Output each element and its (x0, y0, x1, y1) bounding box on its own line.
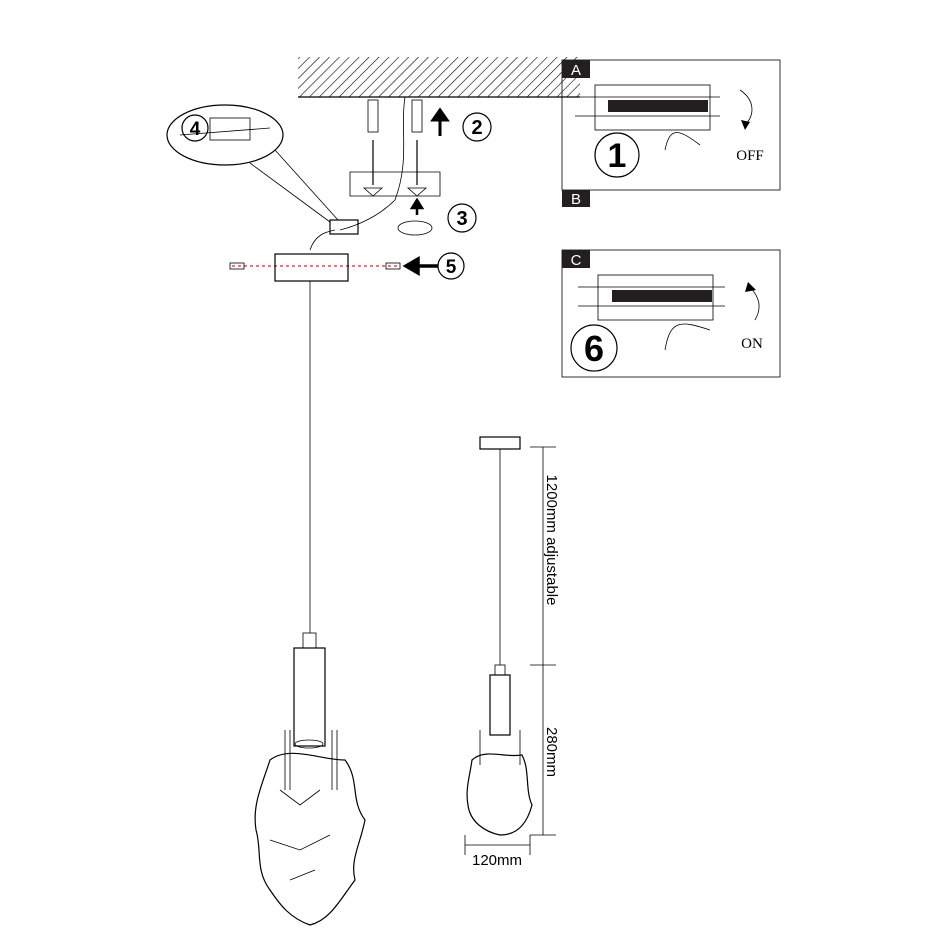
panel-b-label: B (571, 191, 581, 208)
hand-icon (664, 132, 701, 151)
arrow-up-icon (749, 286, 760, 321)
breaker-strip (575, 84, 720, 131)
width-label: 120mm (472, 852, 522, 869)
arrow-up-icon (430, 107, 450, 136)
step-3-circle (447, 203, 477, 233)
on-label: ON (741, 336, 763, 352)
step-3-label: 3 (456, 208, 467, 230)
mounting-bracket (339, 96, 441, 231)
panel-b-tag (562, 190, 590, 207)
panel-a-label: A (571, 62, 581, 79)
panel-c (561, 249, 781, 378)
wall-anchors (362, 99, 428, 197)
rotate-icon (397, 197, 433, 236)
canopy (274, 253, 349, 282)
step-1-label: 1 (608, 137, 627, 175)
panel-a (561, 59, 781, 191)
step-6-label: 6 (584, 328, 604, 369)
step-5-circle (437, 252, 465, 280)
step-4-circle (181, 114, 209, 142)
step-2-label: 2 (471, 117, 482, 139)
cable-length-label: 1200mm adjustable (543, 475, 560, 606)
step-2-circle (462, 112, 492, 142)
off-label: OFF (736, 148, 764, 164)
pendant-lamp-large (254, 281, 366, 926)
panel-c-label: C (571, 252, 582, 269)
breaker-strip (578, 274, 725, 321)
arrow-left-icon (402, 255, 438, 277)
terminal-block (309, 219, 359, 251)
height-label: 280mm (543, 727, 560, 777)
pendant-lamp-small (466, 436, 533, 836)
arrow-down-icon (739, 89, 753, 126)
screw-icon (385, 262, 401, 270)
dimension-lines (464, 446, 556, 855)
hand-icon (664, 323, 711, 351)
step-1-circle (594, 132, 640, 178)
step-4-label: 4 (190, 119, 201, 140)
screw-icon (229, 262, 245, 270)
step-5-label: 5 (446, 257, 457, 278)
terminal-callout (166, 104, 339, 223)
step-6-circle (570, 324, 618, 372)
ceiling (298, 57, 580, 98)
